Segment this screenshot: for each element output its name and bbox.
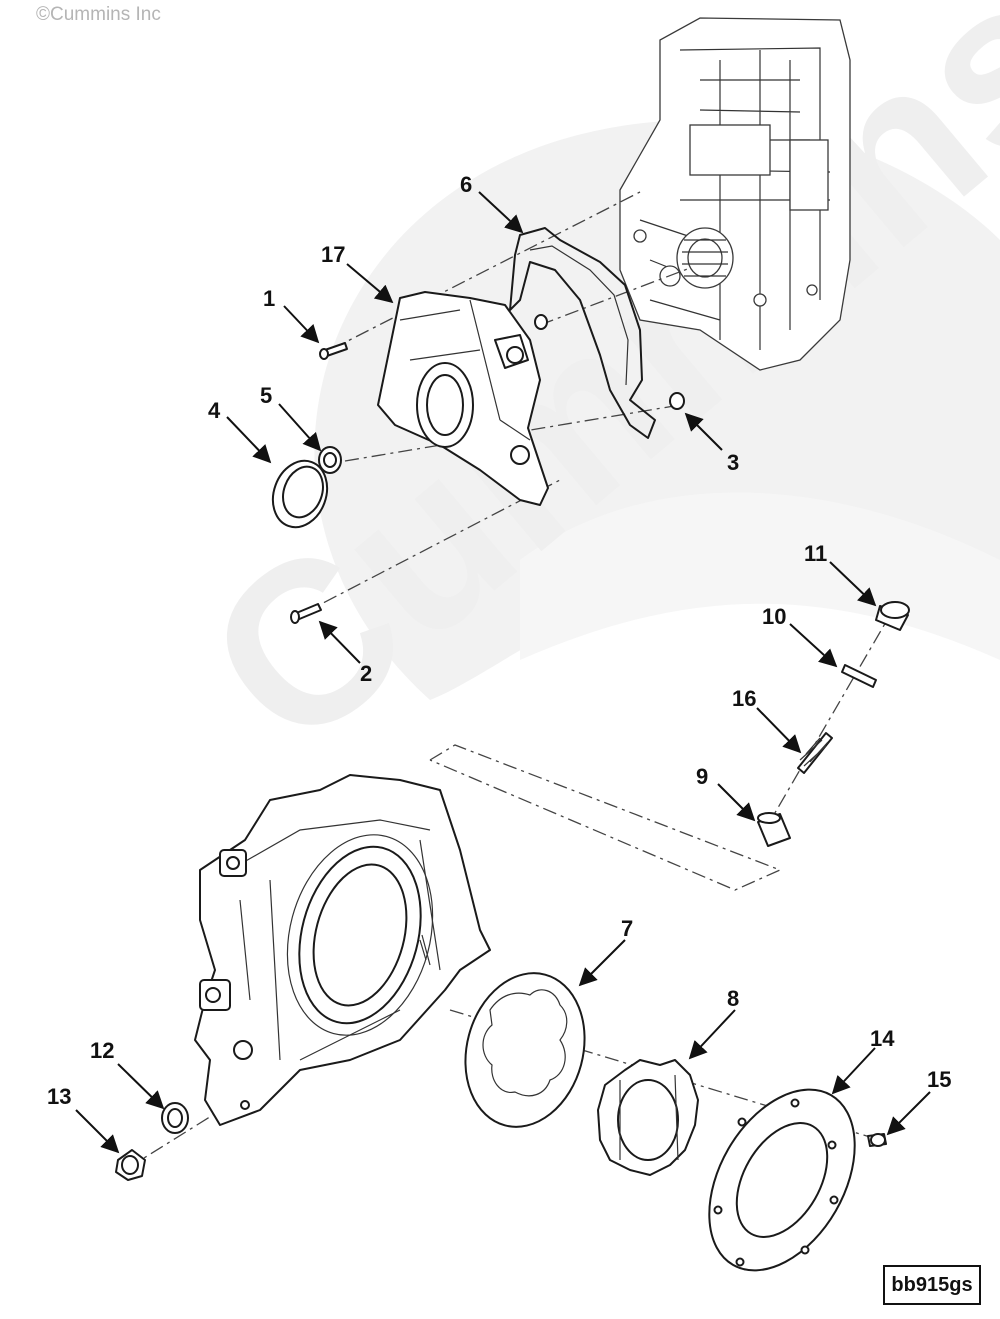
- callout-17: 17: [321, 242, 345, 267]
- callout-1: 1: [263, 286, 275, 311]
- leader-lines: [75, 191, 931, 1154]
- callout-13: 13: [47, 1084, 71, 1109]
- plug-part-11: [875, 601, 910, 631]
- callout-12: 12: [90, 1038, 114, 1063]
- callout-14: 14: [870, 1026, 895, 1051]
- figure-id-label: bb915gs: [883, 1265, 981, 1305]
- callout-4: 4: [208, 398, 221, 423]
- spring-part-16: [797, 732, 833, 774]
- callout-9: 9: [696, 764, 708, 789]
- copyright-notice: ©Cummins Inc: [36, 4, 161, 25]
- callout-16: 16: [732, 686, 756, 711]
- callout-3: 3: [727, 450, 739, 475]
- callout-6: 6: [460, 172, 472, 197]
- outer-gear-part-7: [464, 972, 586, 1128]
- cover-plate-part-14: [708, 1088, 856, 1272]
- callout-8: 8: [727, 986, 739, 1011]
- gear-housing: [194, 774, 491, 1126]
- plunger-part-9: [757, 812, 791, 847]
- gasket-part-6: [509, 227, 656, 439]
- seal-part-4: [271, 459, 329, 529]
- capscrew-part-1: [319, 342, 348, 360]
- front-cover-part-17: [377, 291, 549, 506]
- watermark-logo: Cummins: [161, 0, 1000, 796]
- callout-11: 11: [804, 541, 827, 566]
- callout-15: 15: [927, 1067, 951, 1092]
- callout-7: 7: [621, 916, 633, 941]
- callout-10: 10: [762, 604, 786, 629]
- capscrew-part-2: [290, 603, 322, 624]
- plug-part-13: [115, 1149, 146, 1181]
- callout-numbers: 1 2 3 4 5 6 7 8 9 10 11 12 13 14 15 16 1…: [47, 172, 951, 1109]
- washer-part-12: [161, 1102, 189, 1134]
- pin-part-10: [841, 664, 877, 688]
- dowel-part-6b: [534, 314, 548, 330]
- callout-5: 5: [260, 383, 272, 408]
- seal-part-5: [318, 446, 342, 474]
- callout-2: 2: [360, 661, 372, 686]
- screw-part-15: [867, 1133, 887, 1147]
- inner-gear-part-8: [597, 1059, 699, 1176]
- plug-part-3: [669, 392, 685, 410]
- engine-block: [619, 17, 851, 371]
